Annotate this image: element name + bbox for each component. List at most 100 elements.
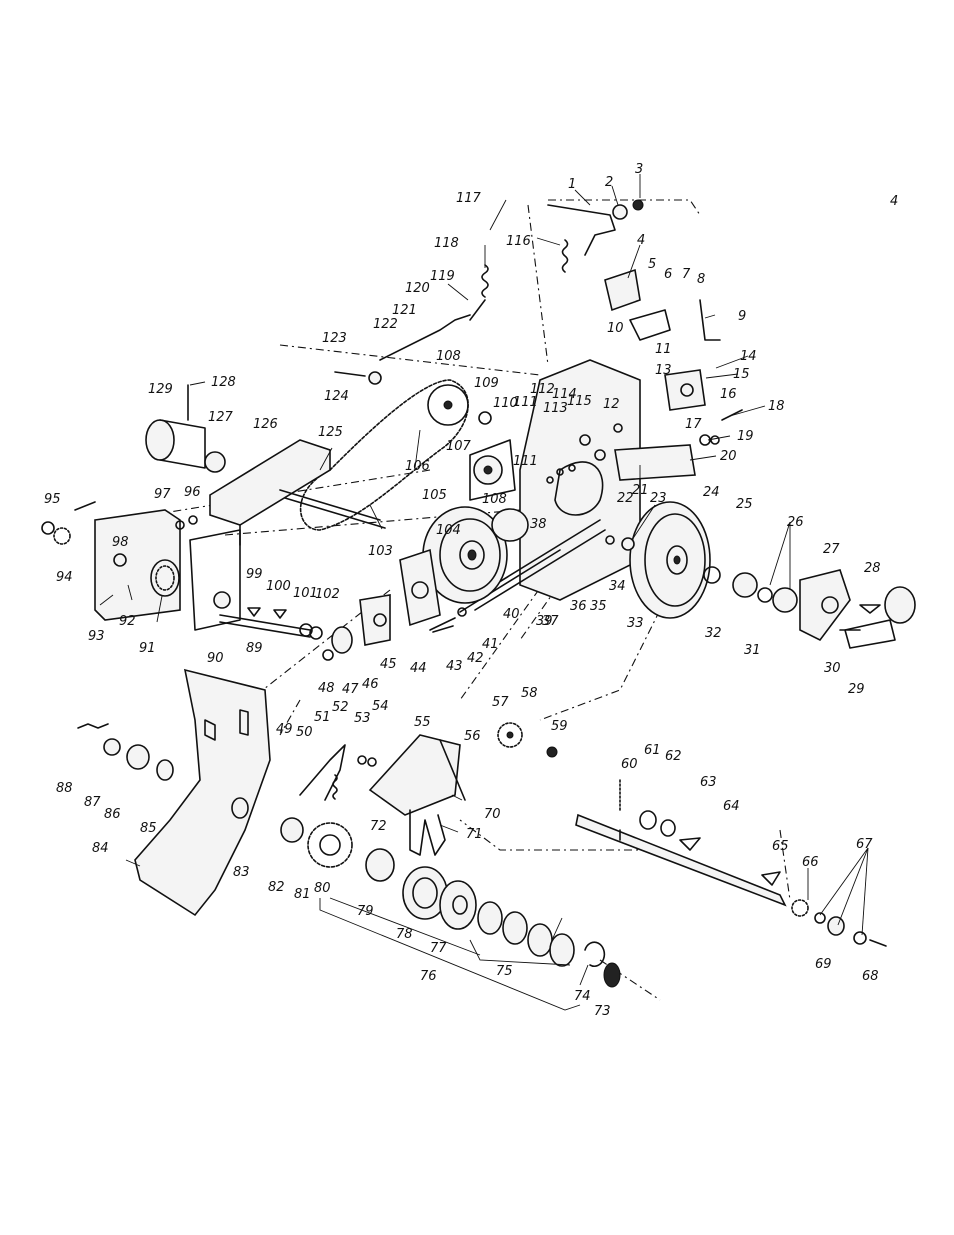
callout-91: 91 [139,641,156,656]
linkage [299,744,377,801]
callout-70: 70 [484,807,501,822]
callout-111b: 111 [513,454,538,469]
callout-117: 117 [456,191,482,206]
gear-91 [150,559,180,597]
callout-82: 82 [268,880,285,895]
callout-124: 124 [324,389,349,404]
callout-62: 62 [665,749,682,764]
callout-75: 75 [496,964,513,979]
callout-115: 115 [567,394,592,409]
callout-119: 119 [430,269,455,284]
callout-121: 121 [392,303,417,318]
bearing-flange-assembly [703,566,916,649]
callout-95: 95 [44,492,61,507]
callout-20: 20 [720,449,737,464]
right-side-bracket [614,369,706,481]
callout-50: 50 [296,725,313,740]
callout-65: 65 [772,839,789,854]
callout-129: 129 [148,382,173,397]
callout-81: 81 [294,887,311,902]
callout-15: 15 [733,367,750,382]
callout-54: 54 [372,699,389,714]
callout-99: 99 [246,567,263,582]
callout-127: 127 [208,410,234,425]
callout-37: 37 [542,614,559,629]
auger-pulley [629,501,711,619]
callout-32: 32 [705,626,722,641]
callout-66: 66 [802,855,819,870]
callout-80: 80 [314,881,331,896]
callout-51: 51 [314,710,331,725]
callout-69: 69 [815,957,832,972]
callout-77: 77 [430,941,447,956]
callout-16: 16 [720,387,737,402]
callout-34: 34 [609,579,626,594]
callout-33: 33 [627,616,644,631]
callout-31: 31 [744,643,761,658]
callout-56: 56 [464,729,481,744]
callout-36: 36 [570,599,587,614]
leader-lines [99,174,869,1011]
callout-48: 48 [318,681,335,696]
callout-27: 27 [823,542,840,557]
callout-85: 85 [140,821,157,836]
callout-74: 74 [574,989,591,1004]
callout-22: 22 [617,491,634,506]
callout-97: 97 [154,487,171,502]
callout-104: 104 [436,523,461,538]
callout-41: 41 [482,637,499,652]
callout-120: 120 [405,281,430,296]
callout-12: 12 [603,397,620,412]
callout-84: 84 [92,841,109,856]
callout-58: 58 [521,686,538,701]
callout-96: 96 [184,485,201,500]
callout-103: 103 [368,544,393,559]
callout-106: 106 [405,459,430,474]
callout-94: 94 [56,570,73,585]
callout-17: 17 [685,417,702,432]
callout-60: 60 [621,757,638,772]
callout-35: 35 [590,599,607,614]
callout-labels: 1 2 3 4 5 6 7 8 9 10 11 12 13 14 15 16 1… [44,162,898,1019]
callout-125: 125 [318,425,343,440]
callout-39: 39 [536,614,553,629]
callout-116: 116 [506,234,531,249]
callout-40: 40 [503,607,520,622]
callout-63: 63 [700,775,717,790]
callout-102: 102 [315,587,340,602]
callout-30: 30 [824,661,841,676]
callout-38: 38 [530,517,547,532]
callout-61: 61 [644,743,661,758]
callout-73: 73 [594,1004,611,1019]
shift-bracket [368,734,466,856]
callout-88: 88 [56,781,73,796]
callout-52: 52 [332,700,349,715]
callout-100: 100 [266,579,291,594]
callout-29: 29 [848,682,865,697]
callout-89: 89 [246,641,263,656]
callout-23: 23 [650,491,667,506]
auger-drive-stack [365,848,621,988]
callout-118: 118 [434,236,459,251]
callout-90: 90 [207,651,224,666]
callout-128: 128 [211,375,236,390]
callout-4: 4 [637,233,645,248]
callout-93: 93 [88,629,105,644]
callout-64: 64 [723,799,740,814]
callout-105: 105 [422,488,447,503]
gearbox-housing [519,359,641,601]
callout-114: 114 [552,387,577,402]
callout-28: 28 [864,561,881,576]
callout-43: 43 [446,659,463,674]
callout-6: 6 [664,267,672,282]
drive-chain [299,379,469,531]
callout-13: 13 [655,363,672,378]
callout-112: 112 [530,382,555,397]
callout-76: 76 [420,969,437,984]
corner-mark: 4 [890,194,898,209]
callout-1: 1 [568,177,576,192]
callout-47: 47 [342,682,359,697]
callout-109: 109 [474,376,499,391]
callout-59: 59 [551,719,568,734]
callout-55: 55 [414,715,431,730]
